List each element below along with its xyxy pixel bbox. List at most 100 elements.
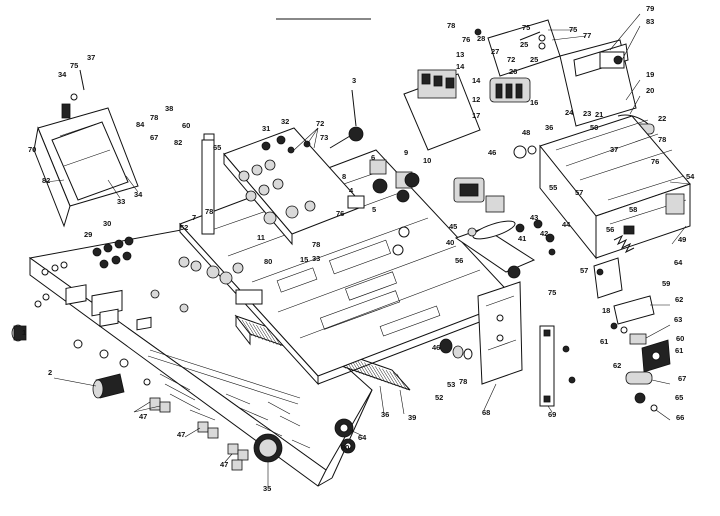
part-label: 72 — [316, 119, 324, 128]
part-label: 65 — [675, 393, 683, 402]
part-label: 29 — [84, 230, 92, 239]
part-label: 67 — [150, 133, 158, 142]
part-label: 77 — [583, 31, 591, 40]
part-label: 63 — [674, 315, 682, 324]
fuse-holder-62-63 — [613, 295, 655, 345]
part-label: 5 — [372, 205, 376, 214]
part-label: 33 — [117, 197, 125, 206]
screws-right — [562, 322, 618, 384]
part-label: 58 — [629, 205, 637, 214]
part-label: 53 — [447, 380, 455, 389]
lamp-holders-40-45 — [392, 219, 556, 279]
switch-assembly-9-10 — [347, 159, 420, 209]
part-label: 22 — [658, 114, 666, 123]
part-label: 42 — [540, 229, 548, 238]
part-label: 52 — [435, 393, 443, 402]
socket-60-61 — [641, 339, 671, 373]
part-label: 57 — [580, 266, 588, 275]
part-label: 11 — [257, 233, 265, 242]
part-label: 75 — [522, 23, 530, 32]
part-label: 75 — [548, 288, 556, 297]
part-label: 83 — [646, 17, 654, 26]
part-label: 78 — [150, 113, 158, 122]
part-label: 75 — [70, 61, 78, 70]
part-label: 23 — [583, 109, 591, 118]
part-label: 78 — [205, 207, 213, 216]
part-label: 19 — [646, 70, 654, 79]
part-label: 78 — [658, 135, 666, 144]
part-label: 8 — [342, 172, 346, 181]
part-label: 18 — [602, 306, 610, 315]
part-label: 84 — [136, 120, 145, 129]
part-label: 43 — [530, 213, 538, 222]
terminal-block-12-17 — [403, 69, 531, 151]
main-dial-knob — [253, 433, 283, 463]
top-right-bracket — [474, 19, 655, 135]
part-label: 30 — [103, 219, 111, 228]
knob-1 — [11, 324, 27, 342]
part-label: 37 — [87, 53, 95, 62]
part-label: 62 — [675, 295, 683, 304]
part-label: 9 — [404, 148, 408, 157]
part-label: 62 — [613, 361, 621, 370]
part-label: 41 — [518, 234, 526, 243]
part-label: 65 — [213, 143, 221, 152]
part-label: 1 — [22, 328, 26, 337]
part-label: 14 — [456, 62, 465, 71]
part-label: 36 — [381, 410, 389, 419]
part-label: 80 — [264, 257, 272, 266]
knob-2 — [92, 373, 125, 399]
part-label: 26 — [509, 67, 517, 76]
part-label: 25 — [520, 40, 528, 49]
bracket-65 — [201, 139, 215, 235]
bracket-strip-69 — [539, 325, 555, 407]
part-label: 76 — [651, 157, 659, 166]
part-label: 78 — [447, 21, 455, 30]
spring-56 — [613, 225, 635, 254]
part-label: 54 — [686, 172, 695, 181]
part-label: 61 — [600, 337, 608, 346]
part-label: 10 — [423, 156, 431, 165]
part-label: 27 — [491, 47, 499, 56]
part-label: 67 — [678, 374, 686, 383]
part-label: 46 — [488, 148, 496, 157]
part-label: 79 — [646, 4, 654, 13]
part-label: 76 — [462, 35, 470, 44]
part-label: 72 — [507, 55, 515, 64]
part-label: 21 — [595, 110, 603, 119]
part-label: 78 — [459, 377, 467, 386]
jack-65-67 — [625, 371, 658, 412]
front-panel — [28, 227, 373, 487]
part-label: 61 — [675, 346, 683, 355]
part-label: 56 — [606, 225, 614, 234]
part-label: 28 — [477, 34, 485, 43]
part-label: 39 — [408, 413, 416, 422]
transformer-46 — [453, 145, 537, 213]
part-label: 6 — [371, 153, 375, 162]
side-bracket-68 — [477, 281, 523, 385]
part-label: 82 — [174, 138, 182, 147]
part-label: 46 — [432, 343, 440, 352]
part-label: 47 — [139, 412, 147, 421]
part-label: 12 — [472, 95, 480, 104]
part-label: 55 — [549, 183, 557, 192]
part-label: 4 — [349, 186, 354, 195]
part-label: 7 — [192, 213, 196, 222]
part-label: 17 — [472, 111, 480, 120]
part-label: 3 — [352, 76, 356, 85]
part-label: 57 — [575, 188, 583, 197]
part-label: 25 — [530, 55, 538, 64]
potentiometer-3 — [329, 89, 364, 149]
part-label: 37 — [610, 145, 618, 154]
part-label: 75 — [569, 25, 577, 34]
part-label: 64 — [358, 433, 367, 442]
part-label: 76 — [336, 209, 344, 218]
part-label: 69 — [548, 410, 556, 419]
part-label: 64 — [674, 258, 683, 267]
part-label: 47 — [220, 460, 228, 469]
part-label: 70 — [28, 145, 36, 154]
part-label: 73 — [320, 133, 328, 142]
